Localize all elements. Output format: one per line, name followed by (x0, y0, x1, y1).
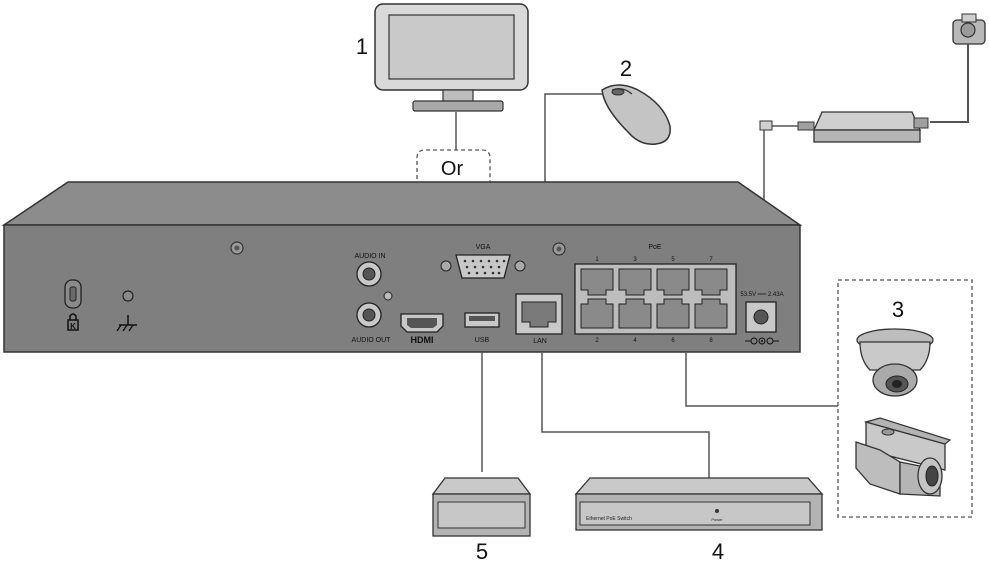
polarity-icon (745, 337, 779, 345)
lan-cable (541, 352, 710, 478)
label-2: 2 (620, 56, 632, 81)
label-1: 1 (356, 34, 368, 59)
poe-port-5 (656, 268, 690, 296)
poe-port-num-5: 5 (671, 257, 675, 263)
label-5: 5 (476, 539, 488, 564)
hdmi-port (400, 313, 444, 333)
switch-name-label: Ethernet PoE Switch (586, 516, 632, 522)
poe-port-8 (694, 298, 728, 329)
poe-switch-device (574, 477, 824, 531)
usb-port (464, 312, 500, 328)
usb-label: USB (475, 337, 490, 344)
label-3: 3 (892, 297, 904, 322)
ground-terminal (122, 290, 134, 302)
poe-port-num-4: 4 (633, 338, 637, 344)
poe-ports (580, 268, 728, 329)
lan-port (515, 293, 563, 335)
poe-port-7 (694, 268, 728, 296)
monitor-device (374, 3, 529, 112)
power-rating-label: 53.5V ══ 2.43A (740, 292, 783, 298)
power-adapter (797, 111, 929, 143)
poe-port-2 (580, 298, 614, 329)
vga-label: VGA (476, 244, 491, 251)
audio-indicator (383, 291, 393, 301)
power-plug (952, 13, 986, 45)
lan-label: LAN (533, 338, 547, 345)
poe-cable (685, 352, 838, 407)
poe-port-4 (618, 298, 652, 329)
lock-icon: K (67, 313, 79, 331)
poe-port-num-8: 8 (709, 338, 713, 344)
poe-port-num-6: 6 (671, 338, 675, 344)
poe-label: PoE (648, 244, 662, 251)
usb-storage-device (431, 477, 532, 537)
mains-cable (930, 44, 969, 123)
poe-port-num-3: 3 (633, 257, 637, 263)
mouse-device (601, 84, 671, 145)
dc-power-port (745, 301, 777, 333)
ground-icon (116, 315, 137, 332)
vga-port (440, 254, 526, 279)
screw-left (230, 241, 244, 255)
or-label: Or (441, 158, 464, 180)
screw-right (552, 242, 566, 256)
label-4: 4 (712, 539, 724, 564)
mouse-cable (544, 93, 602, 182)
audio-out-label: AUDIO OUT (352, 337, 392, 344)
poe-port-num-7: 7 (709, 257, 713, 263)
audio-in-label: AUDIO IN (354, 253, 385, 260)
poe-port-6 (656, 298, 690, 329)
poe-port-num-2: 2 (595, 338, 599, 344)
bullet-camera (855, 417, 952, 497)
or-dashed-connector (416, 149, 491, 326)
svg-text:K: K (70, 322, 76, 331)
cameras-dashed-box (837, 279, 973, 518)
poe-port-num-1: 1 (595, 257, 599, 263)
poe-port-1 (580, 268, 614, 296)
kensington-lock (64, 279, 82, 309)
audio-in-port (356, 261, 382, 287)
dome-camera (856, 328, 934, 397)
poe-port-3 (618, 268, 652, 296)
audio-out-port (356, 302, 382, 328)
hdmi-label: HDMI (411, 335, 434, 345)
switch-power-label: Power (711, 517, 723, 522)
